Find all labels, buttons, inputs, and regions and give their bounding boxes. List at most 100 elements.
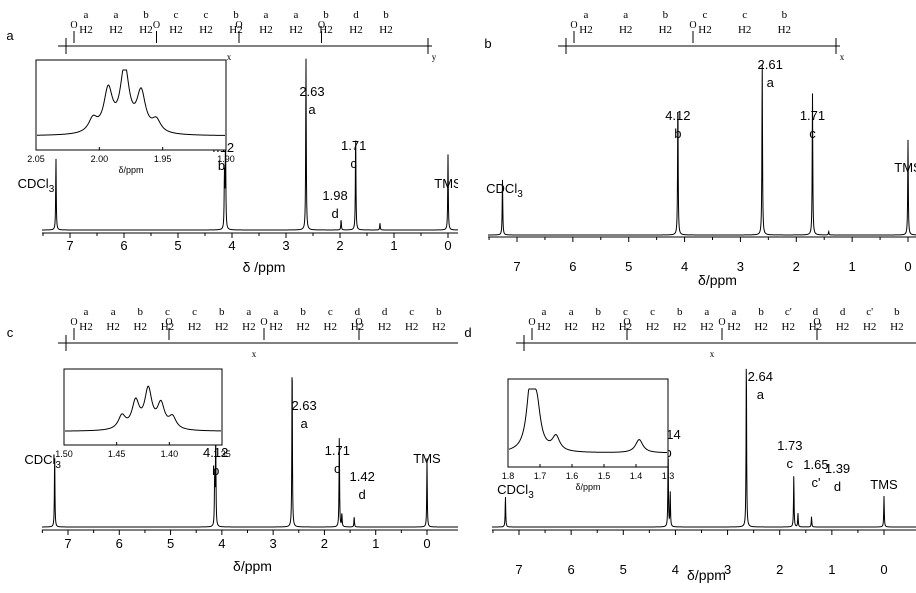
methylene-group: H2 xyxy=(134,321,147,333)
x-tick-label: 6 xyxy=(568,562,575,577)
x-axis-label: δ/ppm xyxy=(687,567,726,583)
x-tick-label: 1 xyxy=(372,536,379,551)
peak-label: d xyxy=(359,487,366,502)
proton-letter: c xyxy=(742,9,747,21)
panel-label: d xyxy=(464,325,471,340)
proton-letter: b xyxy=(596,306,602,318)
proton-letter: b xyxy=(383,9,389,21)
peak-label: 1.71 xyxy=(341,138,366,153)
inset-spectrum-line xyxy=(65,385,222,432)
x-tick-label: 5 xyxy=(620,562,627,577)
peak-label: c xyxy=(334,461,341,476)
methylene-group: H2 xyxy=(564,321,577,333)
x-tick-label: 3 xyxy=(737,259,744,274)
methylene-group: H2 xyxy=(351,321,364,333)
proton-letter: b xyxy=(894,306,900,318)
peak-label: c xyxy=(809,126,816,141)
repeat-subscript: x xyxy=(840,52,845,62)
peak-label: b xyxy=(218,158,225,173)
x-tick-label: 3 xyxy=(270,536,277,551)
inset-tick-label: 2.05 xyxy=(27,154,45,164)
methylene-group: H2 xyxy=(289,24,302,36)
x-axis-label: δ/ppm xyxy=(698,272,737,288)
peak-label: CDCl3 xyxy=(497,482,534,501)
inset-tick-label: 2.00 xyxy=(91,154,109,164)
peak-label: CDCl3 xyxy=(18,176,55,195)
methylene-group: H2 xyxy=(296,321,309,333)
x-axis-label: δ /ppm xyxy=(243,259,286,275)
nmr-panel-c: caH2aH2bH2cH2cH2bH2aH2aH2bH2cH2dH2dH2cH2… xyxy=(7,306,458,574)
proton-letter: d xyxy=(840,306,846,318)
inset-spectrum-line xyxy=(36,69,226,136)
peak-label: b xyxy=(212,463,219,478)
methylene-group: H2 xyxy=(161,321,174,333)
x-tick-label: 0 xyxy=(904,259,911,274)
inset-tick-label: 1.6 xyxy=(566,471,579,481)
methylene-group: H2 xyxy=(579,24,592,36)
carbonyl-oxygen: O xyxy=(718,317,725,328)
x-tick-label: 1 xyxy=(390,238,397,253)
methylene-group: H2 xyxy=(169,24,182,36)
proton-letter: b xyxy=(677,306,683,318)
peak-label: 1.71 xyxy=(325,443,350,458)
peak-label: TMS xyxy=(870,477,898,492)
peak-label: a xyxy=(308,102,316,117)
methylene-group: H2 xyxy=(754,321,767,333)
inset-tick-label: 1.3 xyxy=(662,471,675,481)
peak-label: CDCl3 xyxy=(486,181,523,200)
repeat-subscript: x xyxy=(710,349,715,359)
inset-axis-label: δ/ppm xyxy=(118,165,143,175)
x-tick-label: 5 xyxy=(625,259,632,274)
x-tick-label: 2 xyxy=(336,238,343,253)
x-tick-label: 7 xyxy=(515,562,522,577)
inset-tick-label: 1.7 xyxy=(534,471,547,481)
proton-letter: b xyxy=(233,9,239,21)
proton-letter: d xyxy=(813,306,819,318)
proton-letter: a xyxy=(569,306,574,318)
spectrum-line xyxy=(488,64,916,236)
nmr-panel-d: daH2aH2bH2cH2cH2bH2aH2aH2bH2c'H2dH2dH2c'… xyxy=(464,306,916,583)
carbonyl-oxygen: O xyxy=(70,317,77,328)
methylene-group: H2 xyxy=(215,321,228,333)
carbonyl-oxygen: O xyxy=(165,317,172,328)
methylene-group: H2 xyxy=(259,24,272,36)
repeat-subscript: x xyxy=(252,349,257,359)
carbonyl-oxygen: O xyxy=(689,20,696,31)
x-tick-label: 6 xyxy=(116,536,123,551)
spectrum-line xyxy=(492,368,916,528)
proton-letter: b xyxy=(138,306,144,318)
methylene-group: H2 xyxy=(432,321,445,333)
methylene-group: H2 xyxy=(378,321,391,333)
carbonyl-oxygen: O xyxy=(318,20,325,31)
carbonyl-oxygen: O xyxy=(355,317,362,328)
methylene-group: H2 xyxy=(79,24,92,36)
carbonyl-oxygen: O xyxy=(528,317,535,328)
proton-letter: a xyxy=(294,9,299,21)
methylene-group: H2 xyxy=(79,321,92,333)
peak-label: 1.71 xyxy=(800,108,825,123)
proton-letter: a xyxy=(704,306,709,318)
peak-label: 2.63 xyxy=(291,398,316,413)
x-tick-label: 3 xyxy=(282,238,289,253)
spectrum-line xyxy=(42,58,458,231)
inset-frame xyxy=(35,59,227,151)
methylene-group: H2 xyxy=(349,24,362,36)
carbonyl-oxygen: O xyxy=(70,20,77,31)
x-tick-label: 0 xyxy=(444,238,451,253)
methylene-group: H2 xyxy=(863,321,876,333)
methylene-group: H2 xyxy=(379,24,392,36)
peak-label: TMS xyxy=(413,451,441,466)
methylene-group: H2 xyxy=(139,24,152,36)
peak-label: a xyxy=(301,416,309,431)
peak-label: c xyxy=(787,456,794,471)
peak-label: 2.64 xyxy=(748,369,773,384)
proton-letter: a xyxy=(274,306,279,318)
inset-tick-label: 1.50 xyxy=(55,449,73,459)
proton-letter: b xyxy=(782,9,788,21)
peak-label: c xyxy=(350,156,357,171)
proton-letter: b xyxy=(219,306,225,318)
